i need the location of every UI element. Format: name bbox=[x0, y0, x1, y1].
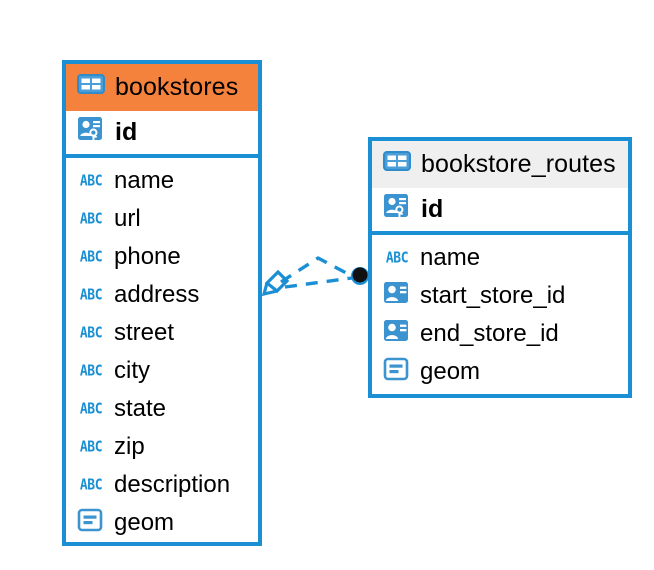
field-row-city[interactable]: ABC city bbox=[66, 352, 258, 390]
field-row-primary-key[interactable]: id bbox=[372, 188, 628, 235]
table-icon bbox=[382, 149, 412, 180]
field-label: phone bbox=[114, 243, 181, 270]
text-type-icon: ABC bbox=[79, 438, 103, 456]
entity-header-bookstore-routes[interactable]: bookstore_routes bbox=[372, 141, 628, 188]
foreign-key-icon bbox=[382, 280, 412, 313]
field-row-primary-key[interactable]: id bbox=[66, 111, 258, 158]
field-row-address[interactable]: ABC address bbox=[66, 276, 258, 314]
table-icon bbox=[76, 72, 106, 103]
text-type-icon: ABC bbox=[79, 476, 103, 494]
relationship-branch-upper bbox=[280, 256, 353, 284]
field-label: city bbox=[114, 357, 150, 384]
geometry-type-icon bbox=[382, 356, 412, 389]
field-row-phone[interactable]: ABC phone bbox=[66, 238, 258, 276]
text-type-icon: ABC bbox=[79, 400, 103, 418]
field-label: geom bbox=[420, 358, 481, 385]
field-label: address bbox=[114, 281, 200, 308]
foreign-key-icon bbox=[382, 318, 412, 351]
field-label: zip bbox=[114, 433, 145, 460]
text-type-icon: ABC bbox=[79, 362, 103, 380]
text-type-icon: ABC bbox=[79, 172, 103, 190]
field-row-url[interactable]: ABC url bbox=[66, 200, 258, 238]
entity-bookstore-routes[interactable]: bookstore_routes id ABC name bbox=[368, 137, 632, 398]
entity-header-bookstores[interactable]: bookstores bbox=[66, 64, 258, 111]
filled-circle-marker bbox=[351, 267, 369, 285]
field-row-description[interactable]: ABC description bbox=[66, 466, 258, 504]
text-type-icon: ABC bbox=[385, 249, 409, 267]
field-list-bookstores: ABC name ABC url ABC phone ABC address A… bbox=[66, 158, 258, 548]
field-row-geom[interactable]: geom bbox=[66, 504, 258, 542]
field-row-street[interactable]: ABC street bbox=[66, 314, 258, 352]
diamond-marker bbox=[261, 269, 290, 297]
field-row-start-store-id[interactable]: start_store_id bbox=[372, 277, 628, 315]
field-row-geom[interactable]: geom bbox=[372, 353, 628, 391]
entity-bookstores[interactable]: bookstores id ABC name bbox=[62, 60, 262, 546]
field-row-name[interactable]: ABC name bbox=[372, 239, 628, 277]
field-label: state bbox=[114, 395, 167, 422]
geometry-type-icon bbox=[76, 507, 106, 540]
field-label: start_store_id bbox=[420, 282, 566, 309]
relationship-branch-lower bbox=[284, 276, 353, 289]
text-type-icon: ABC bbox=[79, 324, 103, 342]
field-row-end-store-id[interactable]: end_store_id bbox=[372, 315, 628, 353]
field-label: street bbox=[114, 319, 175, 346]
field-row-zip[interactable]: ABC zip bbox=[66, 428, 258, 466]
field-list-bookstore-routes: ABC name start_store_id bbox=[372, 235, 628, 397]
field-label: name bbox=[114, 167, 175, 194]
field-label: url bbox=[114, 205, 141, 232]
field-row-name[interactable]: ABC name bbox=[66, 162, 258, 200]
field-label: end_store_id bbox=[420, 320, 559, 347]
entity-name: bookstores bbox=[115, 73, 239, 101]
text-type-icon: ABC bbox=[79, 210, 103, 228]
text-type-icon: ABC bbox=[79, 286, 103, 304]
field-label: name bbox=[420, 244, 481, 271]
primary-key-icon bbox=[382, 192, 412, 227]
field-label: geom bbox=[114, 509, 175, 536]
field-label: id bbox=[115, 118, 138, 146]
field-row-state[interactable]: ABC state bbox=[66, 390, 258, 428]
text-type-icon: ABC bbox=[79, 248, 103, 266]
field-label: description bbox=[114, 471, 231, 498]
primary-key-icon bbox=[76, 115, 106, 150]
entity-name: bookstore_routes bbox=[421, 150, 616, 178]
field-label: id bbox=[421, 195, 444, 223]
